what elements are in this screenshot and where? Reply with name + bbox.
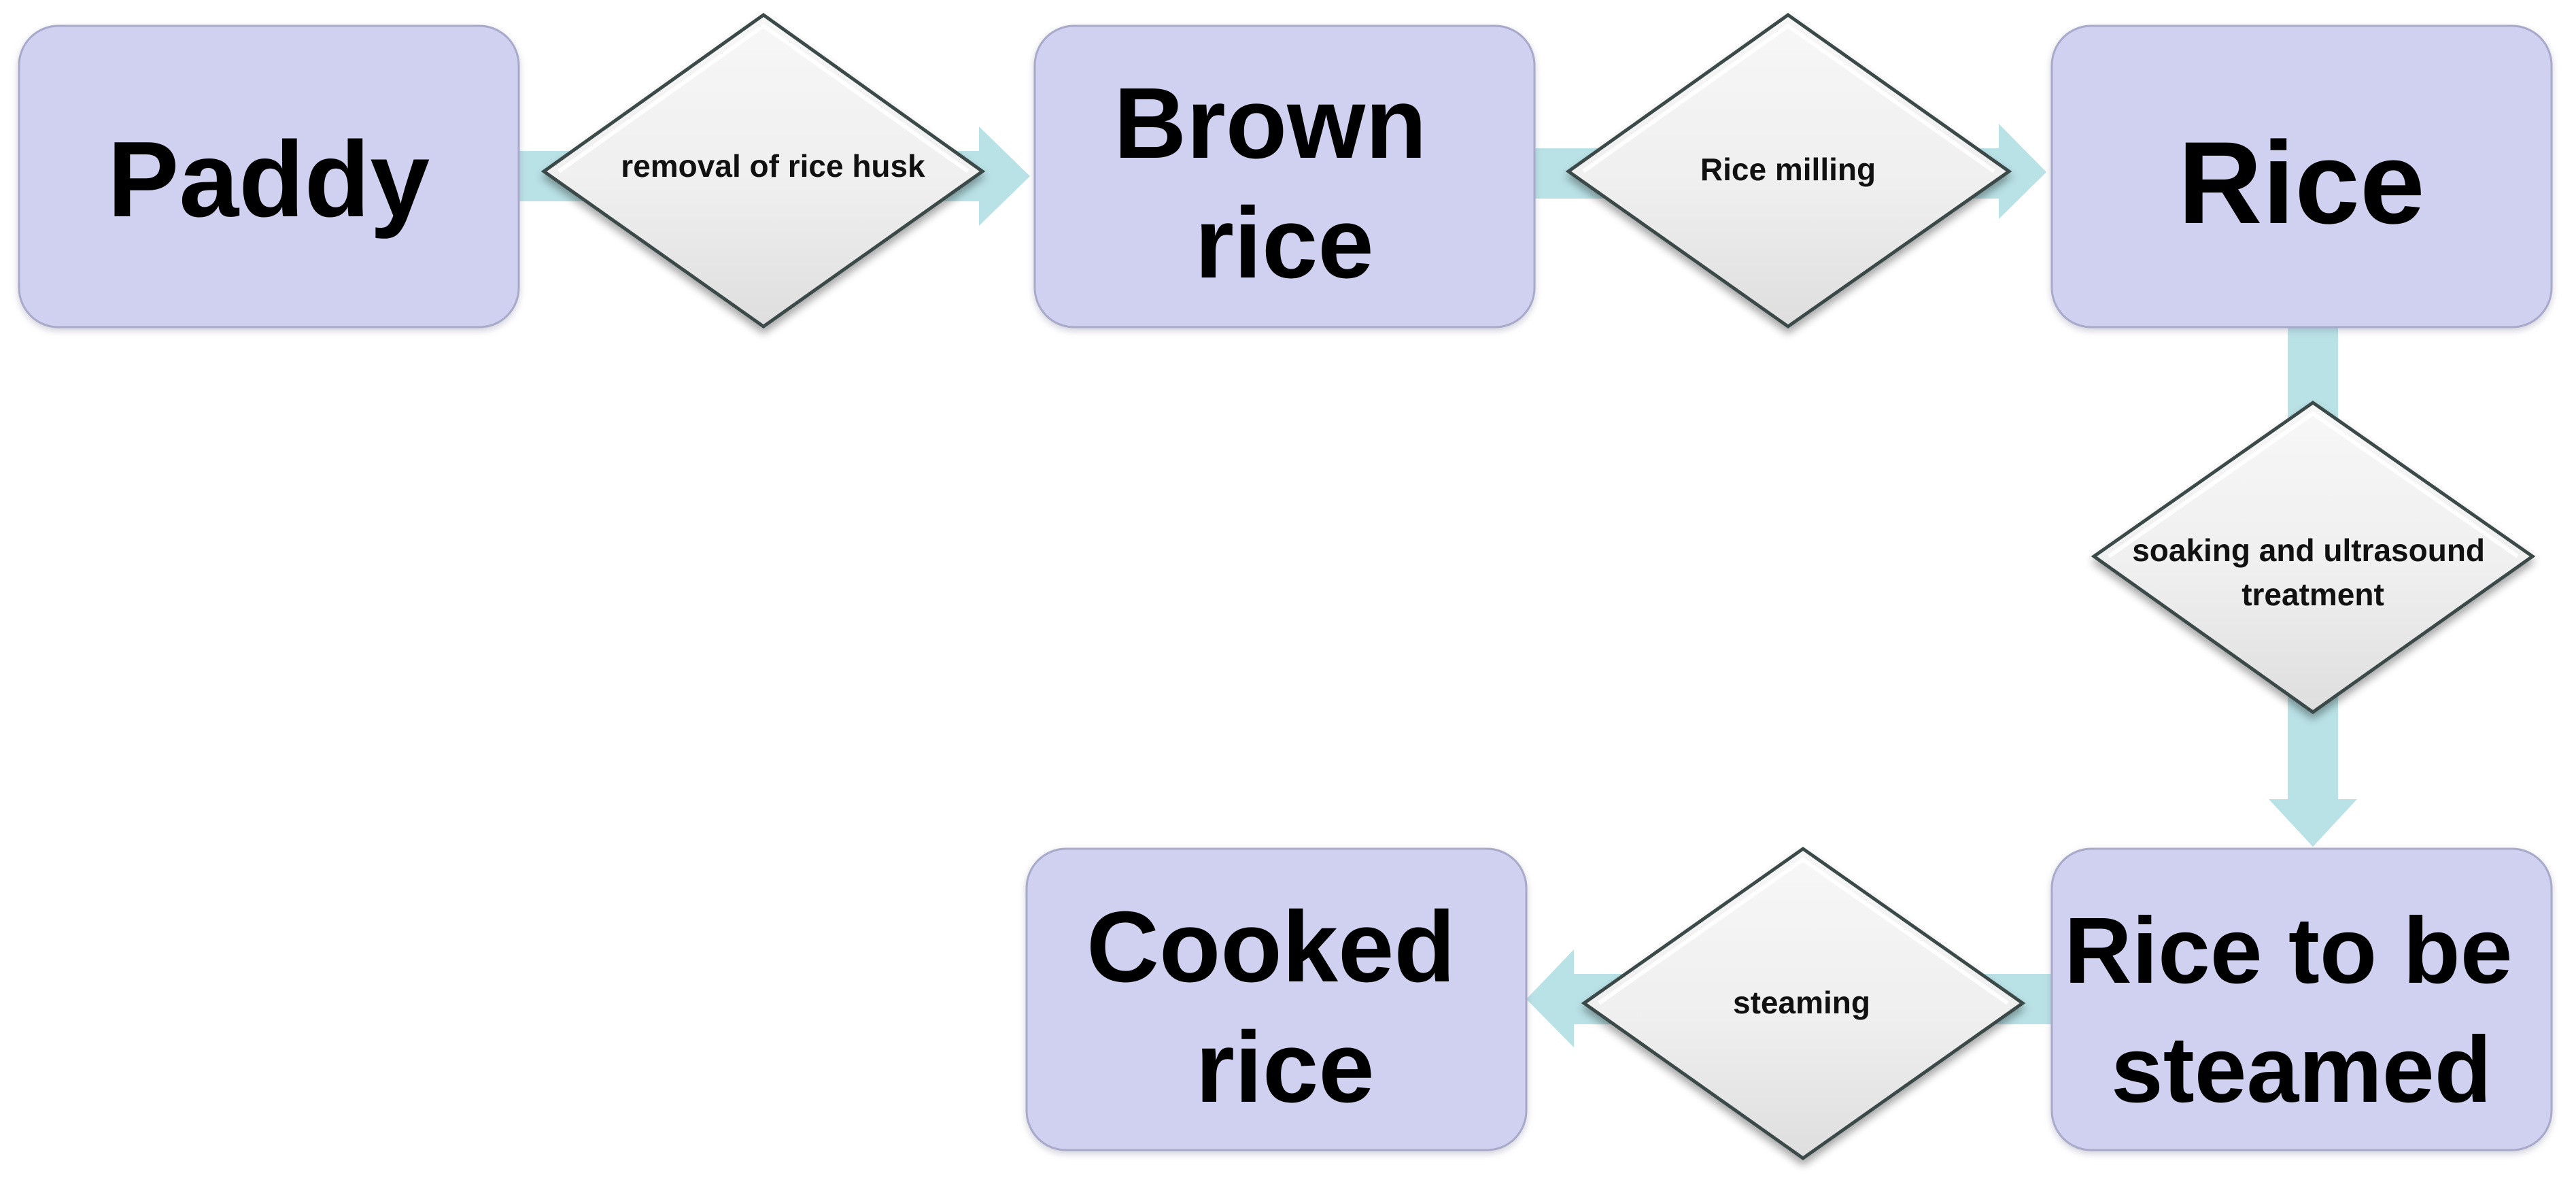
box-cooked-rice-line-2: rice (1195, 1011, 1374, 1124)
box-cooked-rice-line-1: Cooked (1086, 891, 1456, 1003)
svg-text:Brown rice: Brown rice (1114, 67, 1455, 299)
box-cooked-rice: Cooked rice (1025, 847, 1528, 1151)
svg-text:removal of rice husk: removal of rice husk (621, 148, 925, 184)
step-diamond-soaking: soaking and ultrasound treatment (2091, 400, 2536, 715)
step-diamond-husk-removal: removal of rice husk (540, 12, 986, 329)
svg-text:Rice: Rice (2178, 118, 2424, 248)
box-rice-to-be-steamed: Rice to be steamed (2050, 847, 2553, 1151)
box-paddy-line-1: Paddy (107, 120, 430, 239)
box-rice-line-1: Rice (2178, 118, 2424, 248)
step-soaking-line-1: soaking and ultrasound (2132, 533, 2485, 568)
svg-text:Paddy: Paddy (107, 120, 430, 239)
svg-text:Cooked rice: Cooked rice (1086, 891, 1483, 1124)
box-rice-to-be-steamed-line-1: Rice to be (2064, 898, 2512, 1003)
box-paddy: Paddy (18, 24, 520, 328)
step-diamond-steaming: steaming (1581, 846, 2026, 1161)
box-rice: Rice (2050, 24, 2553, 328)
svg-text:soaking and ultrasound t: soaking and ultrasound treatment (2132, 533, 2494, 612)
svg-text:steaming: steaming (1733, 985, 1870, 1020)
box-brown-rice: Brown rice (1033, 24, 1536, 328)
step-husk-removal-line-1: removal of rice husk (621, 148, 925, 184)
step-steaming-line-1: steaming (1733, 985, 1870, 1020)
step-milling-line-1: Rice milling (1700, 152, 1876, 187)
svg-text:Rice milling: Rice milling (1700, 152, 1876, 187)
svg-text:Rice to be steamed: Rice to be steamed (2064, 898, 2539, 1122)
box-rice-to-be-steamed-line-2: steamed (2111, 1017, 2492, 1122)
step-soaking-line-2: treatment (2242, 577, 2384, 612)
box-brown-rice-line-1: Brown (1114, 67, 1426, 180)
box-brown-rice-line-2: rice (1195, 187, 1373, 299)
step-diamond-milling: Rice milling (1565, 12, 2012, 329)
